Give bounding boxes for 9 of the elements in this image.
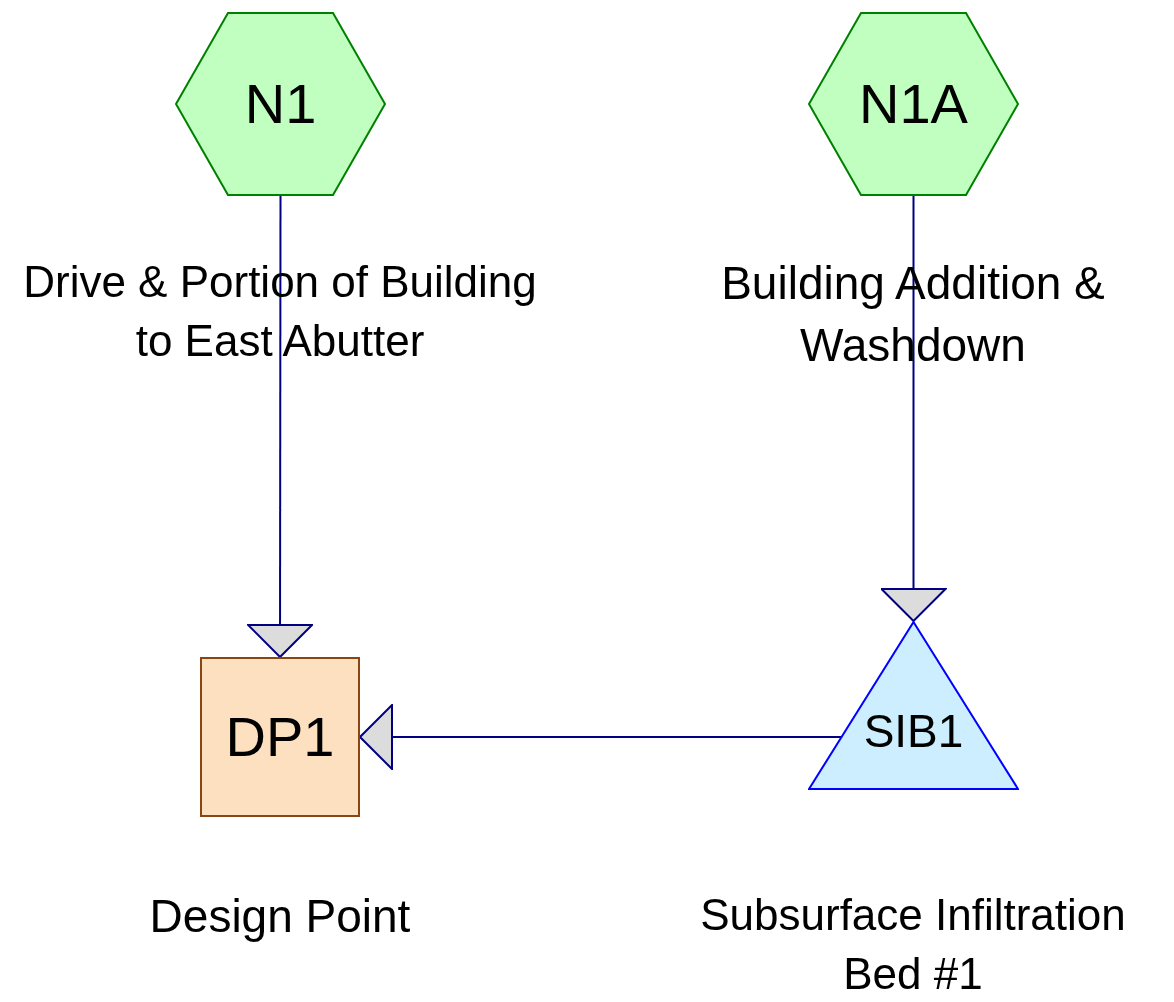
flow-arrow xyxy=(880,195,947,622)
flow-arrow xyxy=(247,195,314,658)
node-caption: Subsurface Infiltration Bed #1 xyxy=(699,889,1127,1001)
square-node xyxy=(200,657,360,817)
node-label: DP1 xyxy=(225,709,335,765)
node-label: N1A xyxy=(859,76,968,132)
node-label: N1 xyxy=(244,76,317,132)
node-label: SIB1 xyxy=(863,707,964,754)
node-caption: Design Point xyxy=(148,889,412,944)
